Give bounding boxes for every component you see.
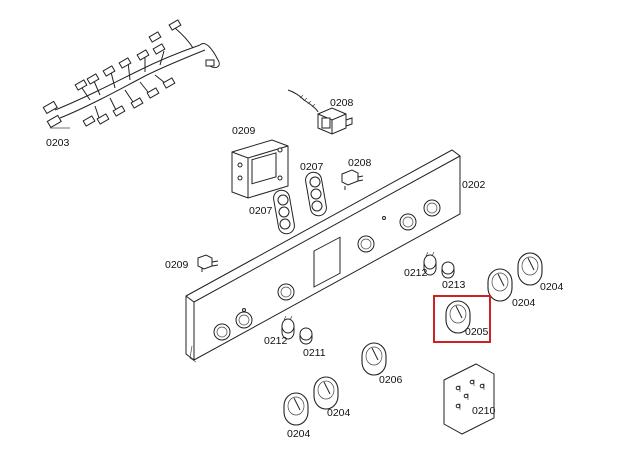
knob-right-a-drawing xyxy=(517,252,543,286)
label-0209-top: 0209 xyxy=(232,125,256,137)
label-0204-left-a: 0204 xyxy=(327,407,351,419)
highlight-box-0205[interactable] xyxy=(433,295,491,343)
label-0209-left: 0209 xyxy=(165,259,189,271)
label-0205: 0205 xyxy=(465,326,489,338)
knob-left-b-drawing xyxy=(283,392,309,426)
label-0204-right-b: 0204 xyxy=(512,297,536,309)
knob-right-b-drawing xyxy=(487,268,513,302)
label-0204-right-a: 0204 xyxy=(540,281,564,293)
knob-guide-right-drawing xyxy=(305,171,327,217)
knob-guide-left-drawing xyxy=(273,189,295,235)
label-0210: 0210 xyxy=(472,405,496,417)
small-switch-drawing xyxy=(341,169,364,190)
label-0204-left-b: 0204 xyxy=(287,428,311,440)
lamp-holder-drawing xyxy=(197,254,219,272)
label-0207-right: 0207 xyxy=(300,161,324,173)
knob-center-drawing xyxy=(361,342,387,376)
label-0212-right: 0212 xyxy=(404,267,428,279)
knob-small-cap-drawing xyxy=(299,327,313,345)
knob-adapter-right-drawing xyxy=(423,251,437,276)
label-0211: 0211 xyxy=(303,347,326,359)
label-0213: 0213 xyxy=(442,279,466,291)
label-0208-right: 0208 xyxy=(348,157,372,169)
knob-left-a-drawing xyxy=(313,376,339,410)
label-0212-left: 0212 xyxy=(264,335,288,347)
screw-set-drawing xyxy=(443,363,495,435)
control-panel-drawing xyxy=(185,149,461,363)
label-0208-top: 0208 xyxy=(330,97,354,109)
label-0207-left: 0207 xyxy=(249,205,273,217)
knob-highlighted-drawing xyxy=(445,300,471,334)
label-0202: 0202 xyxy=(462,179,486,191)
switch-module-drawing xyxy=(231,139,289,199)
label-0203: 0203 xyxy=(46,137,70,149)
wiring-harness-drawing xyxy=(42,19,220,129)
label-0206: 0206 xyxy=(379,374,403,386)
thermostat-drawing xyxy=(287,89,353,135)
knob-adapter-left-drawing xyxy=(281,315,295,340)
knob-cap-drawing xyxy=(441,261,455,279)
